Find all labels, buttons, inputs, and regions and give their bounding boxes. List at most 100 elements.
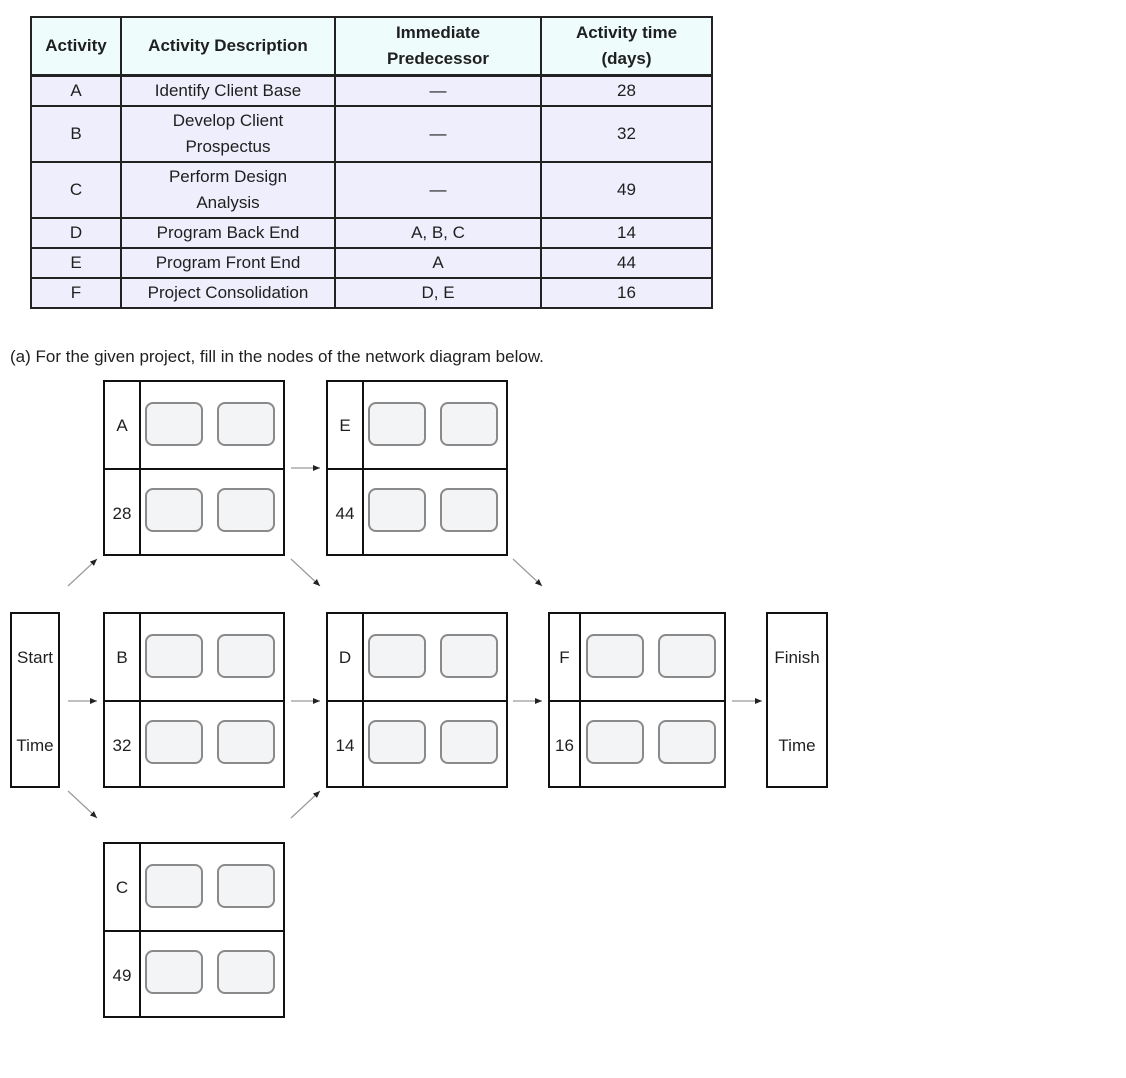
header-activity: Activity [30, 16, 122, 77]
node-divider [105, 700, 283, 702]
cell-activity: A [30, 74, 122, 107]
node-a-es-input[interactable] [145, 402, 203, 446]
node-activity-label: E [339, 416, 351, 435]
cell-time: 49 [540, 161, 713, 219]
cell-predecessor: — [334, 105, 542, 163]
question-prompt: (a) For the given project, fill in the n… [10, 347, 544, 366]
node-d: D 14 [326, 612, 508, 788]
node-divider [139, 614, 141, 786]
node-f-ef-input[interactable] [658, 634, 716, 678]
cell-description: Identify Client Base [120, 74, 336, 107]
node-d-ls-input[interactable] [368, 720, 426, 764]
cell-predecessor: D, E [334, 277, 542, 309]
node-activity-label: D [338, 648, 352, 667]
node-b-es-input[interactable] [145, 634, 203, 678]
table-row: E Program Front End A 44 [30, 247, 713, 279]
arrow-start-to-c [67, 790, 98, 819]
cell-time: 14 [540, 217, 713, 249]
node-f-es-input[interactable] [586, 634, 644, 678]
node-c-lf-input[interactable] [217, 950, 275, 994]
node-c-ef-input[interactable] [217, 864, 275, 908]
node-activity-label: A [116, 416, 128, 435]
header-activity-description: Activity Description [120, 16, 336, 77]
node-e-ls-input[interactable] [368, 488, 426, 532]
node-divider [105, 468, 283, 470]
node-e-lf-input[interactable] [440, 488, 498, 532]
node-a-ef-input[interactable] [217, 402, 275, 446]
node-divider [579, 614, 581, 786]
node-activity-label: C [115, 878, 129, 897]
node-d-lf-input[interactable] [440, 720, 498, 764]
node-f-ls-input[interactable] [586, 720, 644, 764]
node-divider [328, 700, 506, 702]
cell-predecessor: A [334, 247, 542, 279]
node-c-es-input[interactable] [145, 864, 203, 908]
node-b-ls-input[interactable] [145, 720, 203, 764]
node-c: C 49 [103, 842, 285, 1018]
node-e-ef-input[interactable] [440, 402, 498, 446]
cell-description: Program Back End [120, 217, 336, 249]
cell-description: Project Consolidation [120, 277, 336, 309]
node-e-es-input[interactable] [368, 402, 426, 446]
node-a-ls-input[interactable] [145, 488, 203, 532]
node-divider [105, 930, 283, 932]
node-divider [362, 614, 364, 786]
node-duration: 44 [335, 504, 355, 523]
node-duration: 32 [112, 736, 132, 755]
start-time-label: Time [16, 736, 54, 755]
arrow-e-to-f [512, 558, 543, 587]
node-divider [550, 700, 724, 702]
node-f-lf-input[interactable] [658, 720, 716, 764]
finish-node: Finish Time [766, 612, 828, 788]
node-duration: 14 [335, 736, 355, 755]
header-activity-time: Activity time(days) [540, 16, 713, 77]
node-d-es-input[interactable] [368, 634, 426, 678]
arrow-start-to-a [67, 558, 98, 587]
cell-time: 16 [540, 277, 713, 309]
node-activity-label: B [116, 648, 128, 667]
arrow-c-to-d [290, 790, 321, 819]
node-b: B 32 [103, 612, 285, 788]
node-f: F 16 [548, 612, 726, 788]
node-b-ef-input[interactable] [217, 634, 275, 678]
node-duration: 16 [555, 736, 574, 755]
cell-time: 32 [540, 105, 713, 163]
cell-activity: E [30, 247, 122, 279]
node-c-ls-input[interactable] [145, 950, 203, 994]
table-row: F Project Consolidation D, E 16 [30, 277, 713, 309]
node-b-lf-input[interactable] [217, 720, 275, 764]
cell-predecessor: A, B, C [334, 217, 542, 249]
node-a-lf-input[interactable] [217, 488, 275, 532]
node-duration: 49 [112, 966, 132, 985]
start-node: Start Time [10, 612, 60, 788]
node-divider [362, 382, 364, 554]
cell-activity: F [30, 277, 122, 309]
node-e: E 44 [326, 380, 508, 556]
cell-description: Program Front End [120, 247, 336, 279]
arrow-a-to-d [290, 558, 321, 587]
cell-predecessor: — [334, 161, 542, 219]
finish-label: Finish [774, 648, 820, 667]
node-a: A 28 [103, 380, 285, 556]
table-row: A Identify Client Base — 28 [30, 74, 713, 107]
cell-time: 44 [540, 247, 713, 279]
cell-time: 28 [540, 74, 713, 107]
cell-activity: C [30, 161, 122, 219]
table-row: D Program Back End A, B, C 14 [30, 217, 713, 249]
node-d-ef-input[interactable] [440, 634, 498, 678]
cell-predecessor: — [334, 74, 542, 107]
node-duration: 28 [112, 504, 132, 523]
node-activity-label: F [559, 648, 570, 667]
node-divider [139, 382, 141, 554]
start-label: Start [17, 648, 53, 667]
finish-time-label: Time [778, 736, 816, 755]
cell-activity: B [30, 105, 122, 163]
node-divider [139, 844, 141, 1016]
